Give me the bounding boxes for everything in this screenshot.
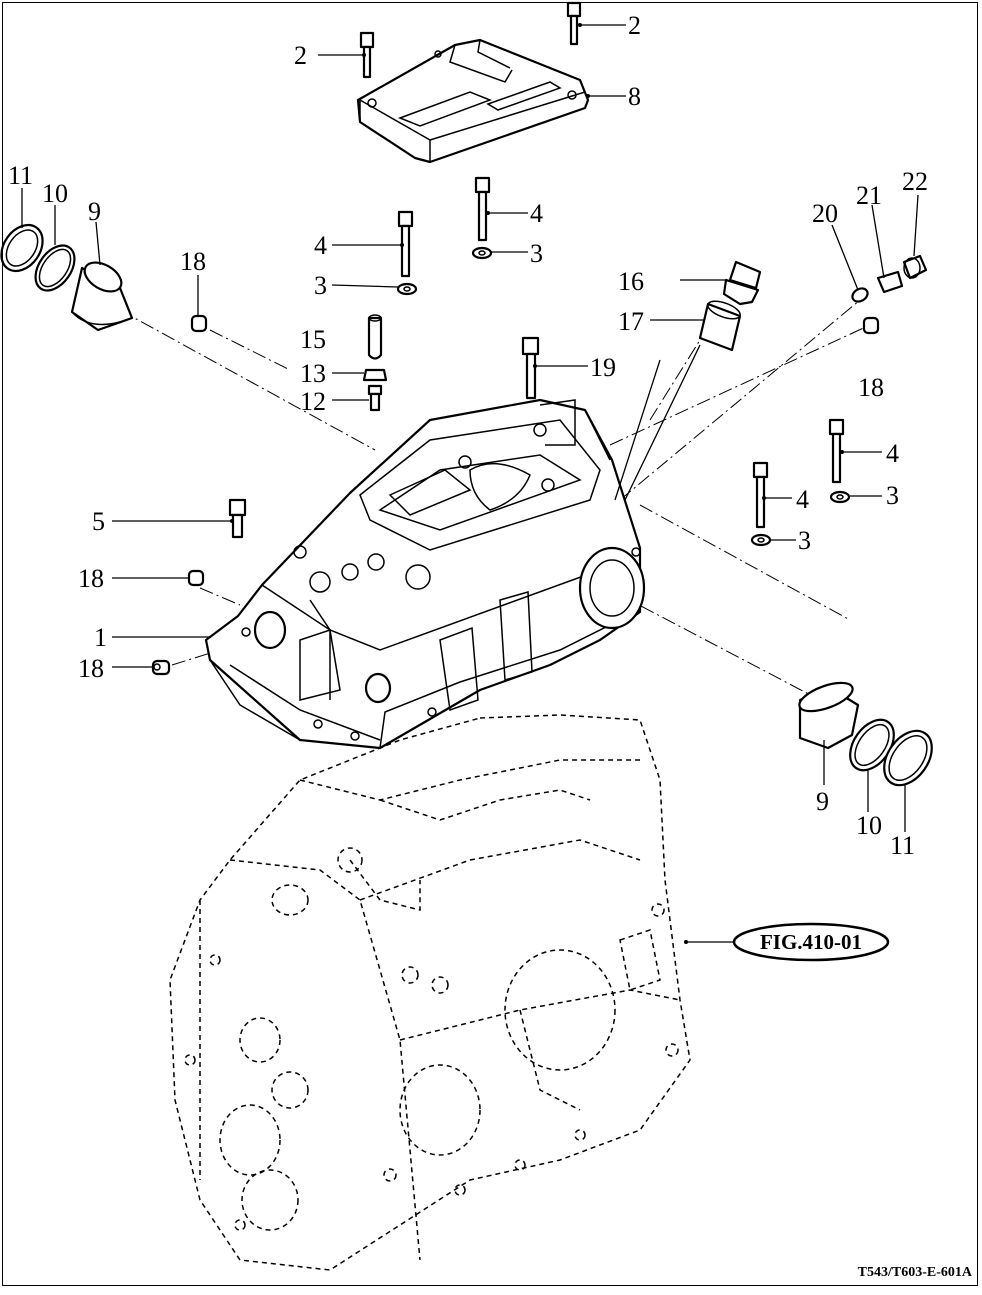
callout-22: 22 bbox=[902, 167, 928, 196]
nut-part-13 bbox=[362, 368, 388, 382]
o-ring-part-10-left bbox=[34, 244, 76, 292]
callout-18-upper-left: 18 bbox=[180, 247, 206, 276]
callout-16: 16 bbox=[618, 267, 644, 296]
snap-ring-part-11-right bbox=[883, 729, 933, 787]
callout-11-right: 11 bbox=[890, 831, 915, 860]
main-case-part-1 bbox=[204, 398, 646, 750]
callout-10-left: 10 bbox=[42, 179, 68, 208]
sensor-part-16 bbox=[722, 260, 762, 306]
top-cover-part-8 bbox=[356, 38, 590, 164]
callout-18-mid-left: 18 bbox=[78, 564, 104, 593]
washer-part-3-right-lower bbox=[750, 533, 772, 547]
callout-4-center-right: 4 bbox=[530, 199, 543, 228]
adapter-part-17 bbox=[698, 300, 742, 352]
dowel-pin-part-18-upper-right bbox=[862, 316, 880, 335]
callout-5: 5 bbox=[92, 507, 105, 536]
leader-lines bbox=[21, 24, 919, 943]
bolt-part-2-right bbox=[566, 1, 582, 46]
dowel-pin-part-18-upper-left bbox=[190, 314, 208, 333]
bolt-part-4-center-right bbox=[474, 176, 491, 242]
figure-reference-text: FIG.410-01 bbox=[760, 930, 862, 954]
washer-part-3-center-right bbox=[471, 246, 493, 260]
o-ring-part-10-right bbox=[849, 718, 895, 772]
bolt-part-4-right-lower bbox=[752, 461, 769, 529]
callout-20: 20 bbox=[812, 199, 838, 228]
figure-reference-badge: FIG.410-01 bbox=[732, 922, 890, 962]
transmission-case-reference bbox=[169, 714, 691, 1271]
callout-3-right-lower: 3 bbox=[798, 526, 811, 555]
screw-part-12 bbox=[367, 384, 383, 412]
callout-12: 12 bbox=[300, 387, 326, 416]
bushing-part-9-left bbox=[70, 261, 134, 332]
callout-9-left: 9 bbox=[88, 197, 101, 226]
bolt-part-2-left bbox=[359, 31, 375, 79]
washer-part-3-center-left bbox=[396, 282, 418, 296]
drawing-id-label: T543/T603-E-601A bbox=[858, 1265, 973, 1280]
cap-part-22 bbox=[902, 254, 928, 280]
callout-labels: 2 2 8 11 10 9 18 4 3 4 3 15 13 12 19 16 … bbox=[8, 11, 928, 860]
callout-13: 13 bbox=[300, 359, 326, 388]
callout-9-right: 9 bbox=[816, 787, 829, 816]
callout-11-left: 11 bbox=[8, 161, 33, 190]
callout-3-center-left: 3 bbox=[314, 271, 327, 300]
callout-15: 15 bbox=[300, 325, 326, 354]
callout-4-right-upper: 4 bbox=[886, 439, 899, 468]
callout-2-right: 2 bbox=[628, 11, 641, 40]
callout-2-left: 2 bbox=[294, 41, 307, 70]
bolt-part-19 bbox=[521, 336, 540, 400]
bolt-part-4-right-upper bbox=[828, 418, 845, 484]
center-lines bbox=[119, 299, 871, 701]
callout-8: 8 bbox=[628, 82, 641, 111]
callout-10-right: 10 bbox=[856, 811, 882, 840]
callout-18-upper-right: 18 bbox=[858, 373, 884, 402]
leader-dots bbox=[230, 23, 844, 944]
callout-3-right-upper: 3 bbox=[886, 481, 899, 510]
callout-4-center-left: 4 bbox=[314, 231, 327, 260]
bolt-part-4-center-left bbox=[397, 210, 414, 278]
callout-18-lower-left: 18 bbox=[78, 654, 104, 683]
bushing-part-9-right bbox=[798, 681, 860, 750]
callout-4-right-lower: 4 bbox=[796, 485, 809, 514]
tube-part-15 bbox=[367, 314, 383, 360]
callout-3-center-right: 3 bbox=[530, 239, 543, 268]
callout-1: 1 bbox=[94, 623, 107, 652]
callout-19: 19 bbox=[590, 353, 616, 382]
callout-21: 21 bbox=[856, 181, 882, 210]
snap-ring-part-11-left bbox=[0, 223, 44, 273]
ring-part-20 bbox=[851, 287, 869, 303]
callout-17: 17 bbox=[618, 307, 644, 336]
bolt-part-5 bbox=[228, 498, 247, 539]
washer-part-3-right-upper bbox=[829, 490, 851, 504]
